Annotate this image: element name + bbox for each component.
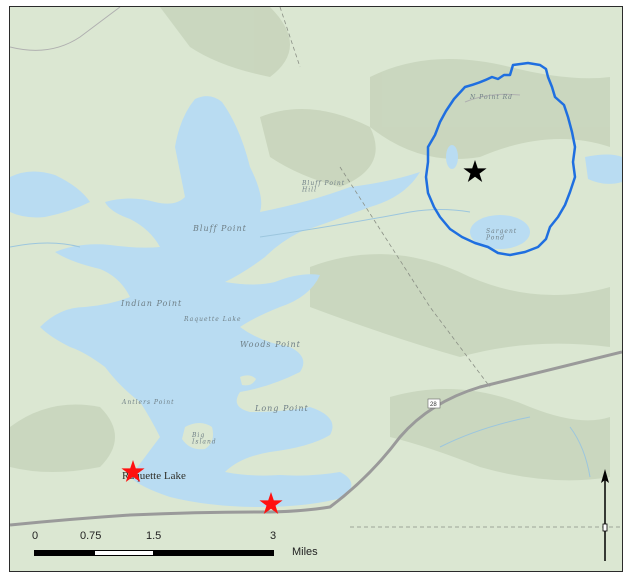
route-28-shield — [427, 398, 441, 409]
boundary-lines — [279, 7, 622, 528]
raquette-lake-water — [40, 96, 420, 507]
east-water — [585, 154, 622, 184]
scale-tick-1-5: 1.5 — [146, 530, 162, 542]
north-arrow-icon — [601, 469, 609, 561]
label-antlers-point: Antlers Point — [121, 399, 175, 406]
scale-segment-3 — [154, 550, 274, 556]
label-bluff-point: Bluff Point — [192, 224, 247, 233]
secondary-road — [10, 7, 121, 51]
streams — [10, 209, 591, 478]
label-raquette-lake-water: Raquette Lake — [183, 316, 242, 323]
scale-bar: 0 0.75 1.5 3 Miles — [32, 530, 324, 562]
scale-segment-1 — [34, 550, 94, 556]
label-indian-point: Indian Point — [120, 299, 182, 308]
sargent-pond — [470, 215, 530, 249]
small-pond — [446, 145, 458, 169]
small-island — [240, 375, 256, 386]
black-star-marker[interactable] — [463, 160, 487, 182]
route-28-road — [10, 350, 622, 527]
label-long-point: Long Point — [254, 404, 309, 413]
route-28-label: 28 — [430, 402, 437, 408]
scale-units: Miles — [292, 546, 318, 558]
label-n-point-rd: N Point Rd — [469, 94, 513, 101]
west-bay-water — [10, 171, 90, 218]
big-island — [182, 423, 214, 450]
terrain-shading — [10, 7, 610, 481]
scale-tick-3: 3 — [270, 530, 277, 542]
scale-segment-2 — [94, 550, 154, 556]
red-star-marker-south[interactable] — [259, 492, 283, 514]
point-road — [464, 93, 521, 103]
label-woods-point: Woods Point — [240, 340, 301, 349]
study-area-boundary[interactable] — [424, 61, 577, 257]
red-star-marker-raquette-lake[interactable] — [121, 460, 145, 482]
scale-tick-0-75: 0.75 — [80, 530, 102, 542]
scale-tick-0: 0 — [32, 530, 39, 542]
